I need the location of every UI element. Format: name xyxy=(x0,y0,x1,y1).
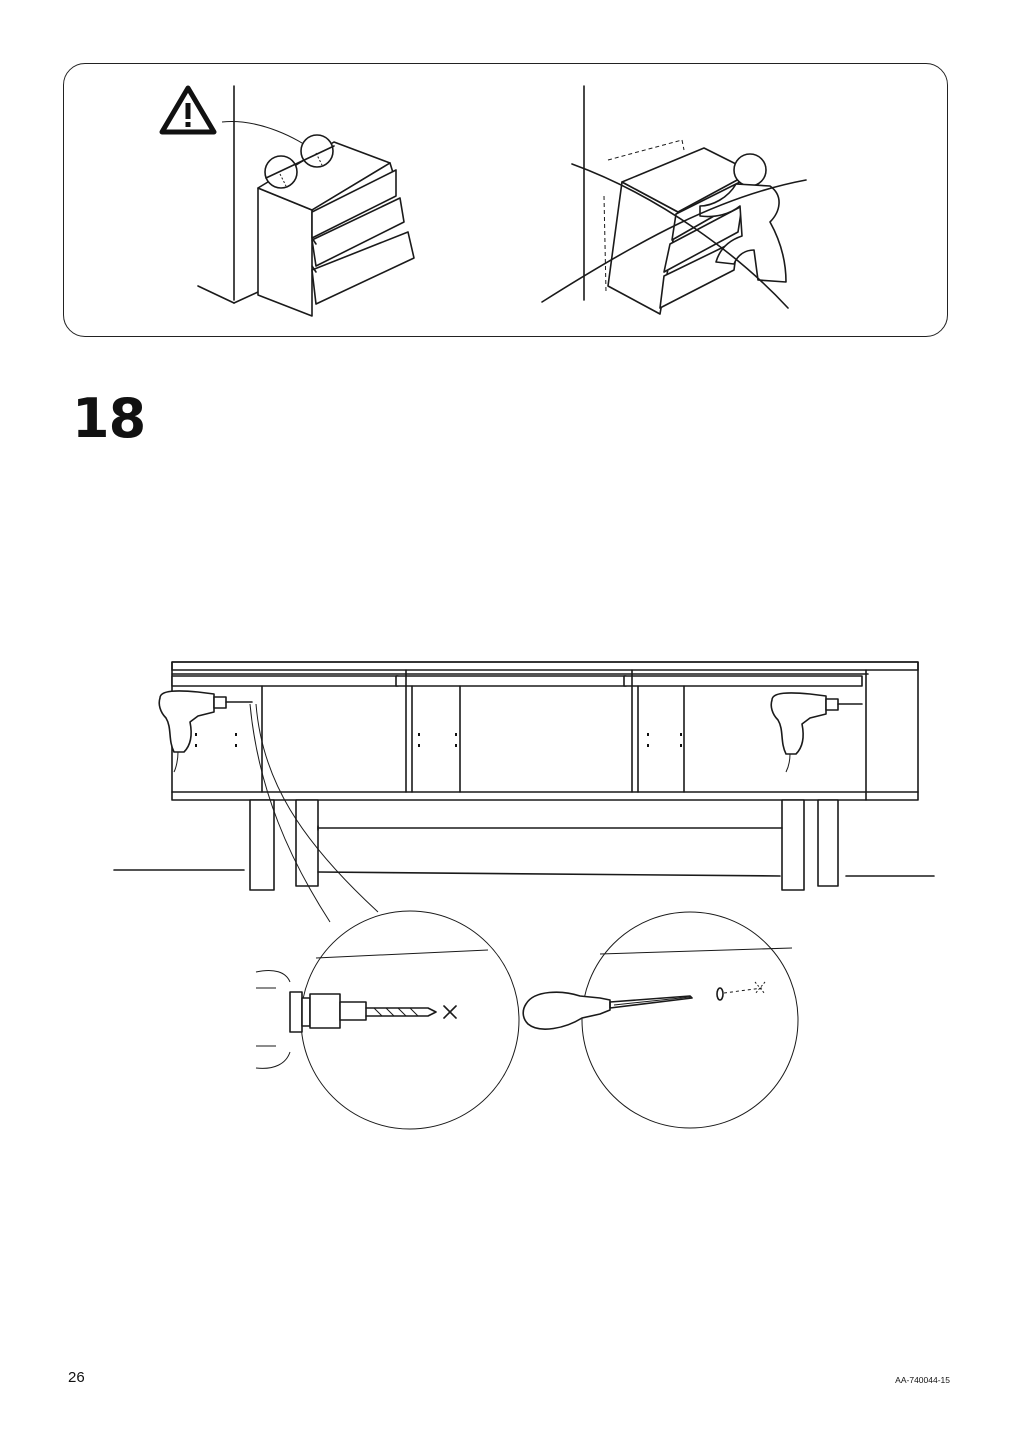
step-number: 18 xyxy=(72,387,146,450)
warning-triangle-icon xyxy=(159,85,217,135)
document-code: AA-740044-15 xyxy=(895,1375,950,1385)
warning-panel xyxy=(63,63,948,337)
page-number: 26 xyxy=(68,1369,85,1386)
incorrect-tipping-dresser-crossed xyxy=(541,85,807,315)
power-drill-icon xyxy=(770,692,863,773)
correct-wall-anchored-dresser xyxy=(197,85,415,317)
tv-bench xyxy=(113,661,935,891)
drill-bit-detail xyxy=(255,910,520,1130)
screwdriver-icon xyxy=(522,991,693,1030)
screw-hole-detail xyxy=(522,911,799,1129)
child-figure xyxy=(699,153,787,283)
power-drill-icon xyxy=(158,690,253,773)
